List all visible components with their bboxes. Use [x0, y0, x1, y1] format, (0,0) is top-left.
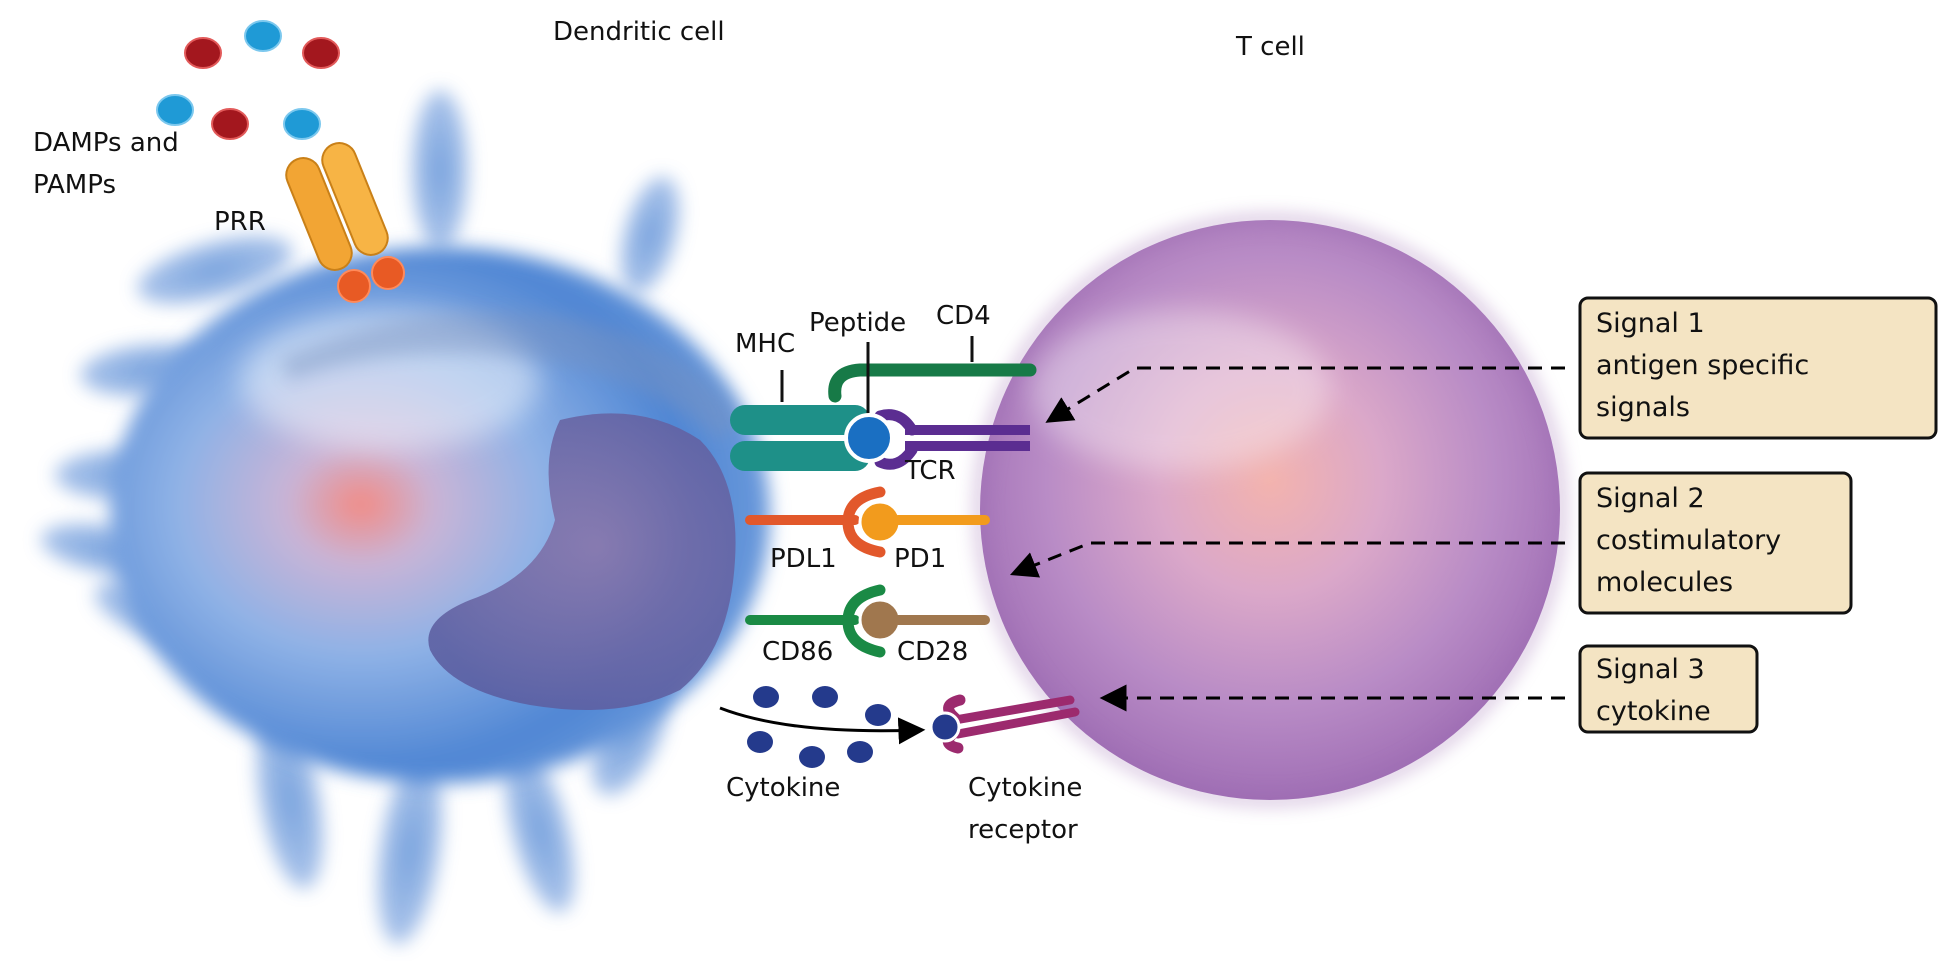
signal-2-line-3: molecules — [1596, 567, 1733, 598]
cytokine-label: Cytokine — [726, 773, 840, 803]
cd28-label: CD28 — [897, 637, 968, 667]
cytokine-receptor — [929, 694, 1080, 754]
signal-1-box: Signal 1 antigen specific signals — [1578, 296, 1938, 440]
damps-pamps-molecules — [156, 20, 340, 140]
cd86-label: CD86 — [762, 637, 833, 667]
tcr-label: TCR — [904, 456, 956, 486]
cytokine-receptor-label-line-1: Cytokine — [968, 773, 1082, 803]
dendritic-cell-label: Dendritic cell — [553, 17, 725, 47]
pd1-label: PD1 — [894, 544, 946, 574]
prr-label: PRR — [214, 207, 266, 237]
signal-2-box: Signal 2 costimulatory molecules — [1578, 471, 1853, 615]
pd1-molecule — [858, 500, 990, 544]
tcr-molecule — [874, 409, 1030, 470]
cytokine-molecules — [747, 686, 891, 768]
t-cell-label: T cell — [1235, 32, 1305, 62]
pdl1-label: PDL1 — [770, 544, 837, 574]
dendritic-cell — [40, 90, 770, 945]
mhc-molecule — [730, 370, 870, 471]
cd4-molecule — [828, 336, 1037, 403]
signal-arrows — [1009, 366, 1565, 712]
prr-receptor — [285, 142, 405, 303]
damps-label-line-1: DAMPs and — [33, 128, 179, 158]
signal-3-box: Signal 3 cytokine — [1578, 644, 1759, 734]
cytokine-receptor-label-line-2: receptor — [968, 815, 1078, 845]
cd4-label: CD4 — [936, 301, 991, 331]
peptide — [844, 342, 894, 463]
signal-2-line-1: Signal 2 — [1596, 483, 1705, 514]
signal-1-line-1: Signal 1 — [1596, 308, 1705, 339]
cd28-molecule — [858, 598, 990, 642]
mhc-label: MHC — [735, 329, 795, 359]
pdl1-molecule — [745, 486, 886, 558]
peptide-label: Peptide — [809, 308, 906, 338]
signal-2-line-2: costimulatory — [1596, 525, 1781, 556]
cd86-molecule — [745, 584, 886, 658]
dendritic-nucleus — [428, 413, 736, 710]
signal-1-line-3: signals — [1596, 392, 1690, 423]
signal-1-arrow — [1045, 366, 1565, 423]
t-cell — [975, 215, 1565, 805]
signal-3-line-2: cytokine — [1596, 696, 1711, 727]
cytokine-arrow — [719, 706, 926, 745]
damps-label-line-2: PAMPs — [33, 170, 116, 200]
signal-3-line-1: Signal 3 — [1596, 654, 1705, 685]
signal-1-line-2: antigen specific — [1596, 350, 1809, 381]
